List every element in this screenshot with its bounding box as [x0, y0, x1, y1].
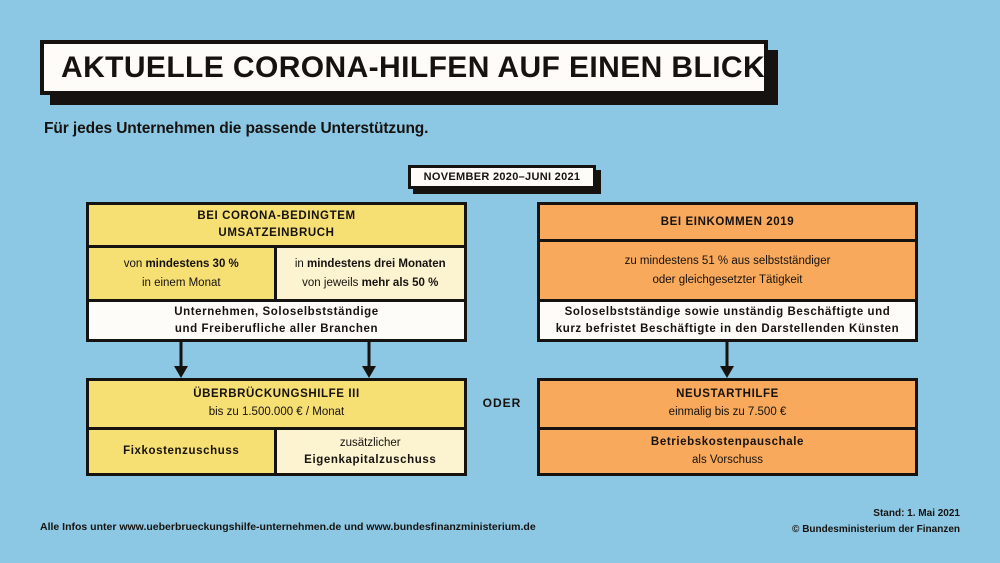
right-component-line1: Betriebskostenpauschale	[650, 435, 805, 448]
right-aid-header: NEUSTARTHILFE einmalig bis zu 7.500 €	[537, 378, 918, 430]
left-criterion-2-line2: von jeweils mehr als 50 %	[302, 276, 439, 289]
left-eligible-line1: Unternehmen, Soloselbstständige	[174, 305, 379, 318]
footer-status: Stand: 1. Mai 2021	[873, 508, 960, 519]
left-condition-heading-line1: BEI CORONA-BEDINGTEM	[197, 210, 356, 223]
period-badge-label: NOVEMBER 2020–JUNI 2021	[423, 171, 581, 183]
branch-connector-label: ODER	[482, 396, 522, 410]
left-criterion-2: in mindestens drei Monaten von jeweils m…	[276, 248, 464, 299]
left-eligible-line2: und Freiberufliche aller Branchen	[174, 322, 379, 335]
right-eligible-group: Soloselbstständige sowie unständig Besch…	[537, 302, 918, 342]
footer-info: Alle Infos unter www.ueberbrueckungshilf…	[40, 521, 536, 533]
right-criteria: zu mindestens 51 % aus selbstständiger o…	[537, 242, 918, 302]
left-component-1-line1: Fixkostenzuschuss	[123, 445, 240, 458]
right-eligible-line1: Soloselbstständige sowie unständig Besch…	[564, 305, 891, 318]
arrow-down-icon	[362, 342, 376, 378]
right-component: Betriebskostenpauschale als Vorschuss	[537, 430, 918, 476]
footer-copyright: © Bundesministerium der Finanzen	[792, 523, 960, 535]
left-component-2-line1: zusätzlicher	[339, 436, 401, 449]
footer-meta: Stand: 1. Mai 2021 © Bundesministerium d…	[792, 506, 960, 537]
left-condition-heading-line2: UMSATZEINBRUCH	[218, 227, 335, 239]
left-component-2: zusätzlicher Eigenkapitalzuschuss	[276, 430, 464, 473]
arrow-down-icon	[174, 342, 188, 378]
page-subtitle: Für jedes Unternehmen die passende Unter…	[44, 120, 429, 137]
right-criteria-line2: oder gleichgesetzter Tätigkeit	[652, 273, 803, 286]
left-criterion-1-line2: in einem Monat	[141, 276, 221, 289]
right-component-line2: als Vorschuss	[692, 453, 763, 466]
left-aid-amount: bis zu 1.500.000 € / Monat	[208, 406, 345, 419]
right-eligible-line2: kurz befristet Beschäftigte in den Darst…	[555, 322, 900, 335]
period-badge-box: NOVEMBER 2020–JUNI 2021	[408, 165, 596, 189]
left-eligible-group: Unternehmen, Soloselbstständige und Frei…	[86, 302, 467, 342]
right-condition-heading: BEI EINKOMMEN 2019	[660, 215, 795, 228]
left-component-1: Fixkostenzuschuss	[89, 430, 277, 473]
title-banner: AKTUELLE CORONA-HILFEN AUF EINEN BLICK	[40, 40, 778, 105]
arrow-down-icon	[720, 342, 734, 378]
left-aid-header: ÜBERBRÜCKUNGSHILFE III bis zu 1.500.000 …	[86, 378, 467, 430]
right-aid-amount: einmalig bis zu 7.500 €	[668, 406, 787, 419]
left-aid-name: ÜBERBRÜCKUNGSHILFE III	[193, 388, 360, 401]
left-components-row: Fixkostenzuschuss zusätzlicher Eigenkapi…	[86, 430, 467, 476]
left-criteria-row: von mindestens 30 % in einem Monat in mi…	[86, 248, 467, 302]
period-badge: NOVEMBER 2020–JUNI 2021	[408, 165, 601, 194]
right-criteria-line1: zu mindestens 51 % aus selbstständiger	[624, 255, 831, 268]
left-criterion-2-line1: in mindestens drei Monaten	[294, 258, 446, 271]
page-title: AKTUELLE CORONA-HILFEN AUF EINEN BLICK	[61, 50, 766, 84]
left-component-2-line2: Eigenkapitalzuschuss	[304, 454, 437, 467]
right-condition-header: BEI EINKOMMEN 2019	[537, 202, 918, 242]
left-criterion-1: von mindestens 30 % in einem Monat	[89, 248, 277, 299]
title-box: AKTUELLE CORONA-HILFEN AUF EINEN BLICK	[40, 40, 768, 95]
left-criterion-1-line1: von mindestens 30 %	[123, 258, 239, 271]
right-aid-name: NEUSTARTHILFE	[676, 388, 779, 401]
left-condition-header: BEI CORONA-BEDINGTEM UMSATZEINBRUCH	[86, 202, 467, 248]
